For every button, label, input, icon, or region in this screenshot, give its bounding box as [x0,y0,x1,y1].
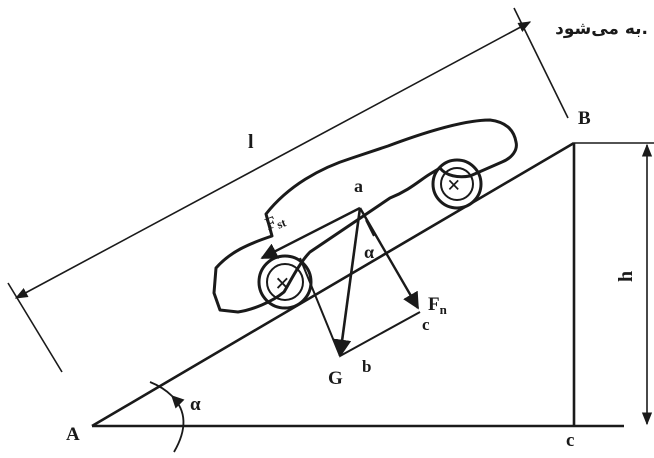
front-wheel-hub-icon: × [447,173,461,199]
corner-label-c: c [566,430,574,451]
length-dimension-line [14,21,532,299]
length-dimension: l [7,7,569,373]
corner-label-b: B [578,108,591,129]
length-ext-left [7,282,63,373]
parallelogram-right-top [365,219,375,237]
caption-text: به می‌شود. [555,19,648,39]
normal-force-label: Fn [428,294,448,317]
front-wheel-inner [440,167,474,201]
gravity-label: G [328,368,343,389]
front-wheel-outer [431,158,483,210]
normal-force-subscript: n [440,302,448,317]
height-dimension: h [615,143,653,426]
rear-wheel-hub-icon: × [275,269,290,298]
normal-force-arrow [358,207,420,310]
length-label: l [248,131,254,153]
car: × × [212,118,518,314]
angle-arc [171,395,185,453]
parallelogram-bottom [339,311,421,357]
rear-wheel-outer [257,254,313,310]
parallelogram-left [299,257,341,357]
corner-label-a: A [66,424,80,445]
angle-label-force: α [364,242,374,262]
gravity-arrow [333,207,362,358]
normal-force-main: F [428,294,440,315]
height-label: h [615,271,637,282]
point-label-b: b [362,357,371,376]
tangential-force-arrow [260,206,361,260]
point-label-a: a [354,176,363,196]
force-diagram: a α b c G Fn Fst [260,176,448,389]
incline-triangle [91,141,654,428]
angle-label-base: α [190,394,201,415]
point-label-c-force: c [422,315,430,334]
rear-wheel-inner [266,263,304,301]
angle-arc-tail [149,381,173,397]
